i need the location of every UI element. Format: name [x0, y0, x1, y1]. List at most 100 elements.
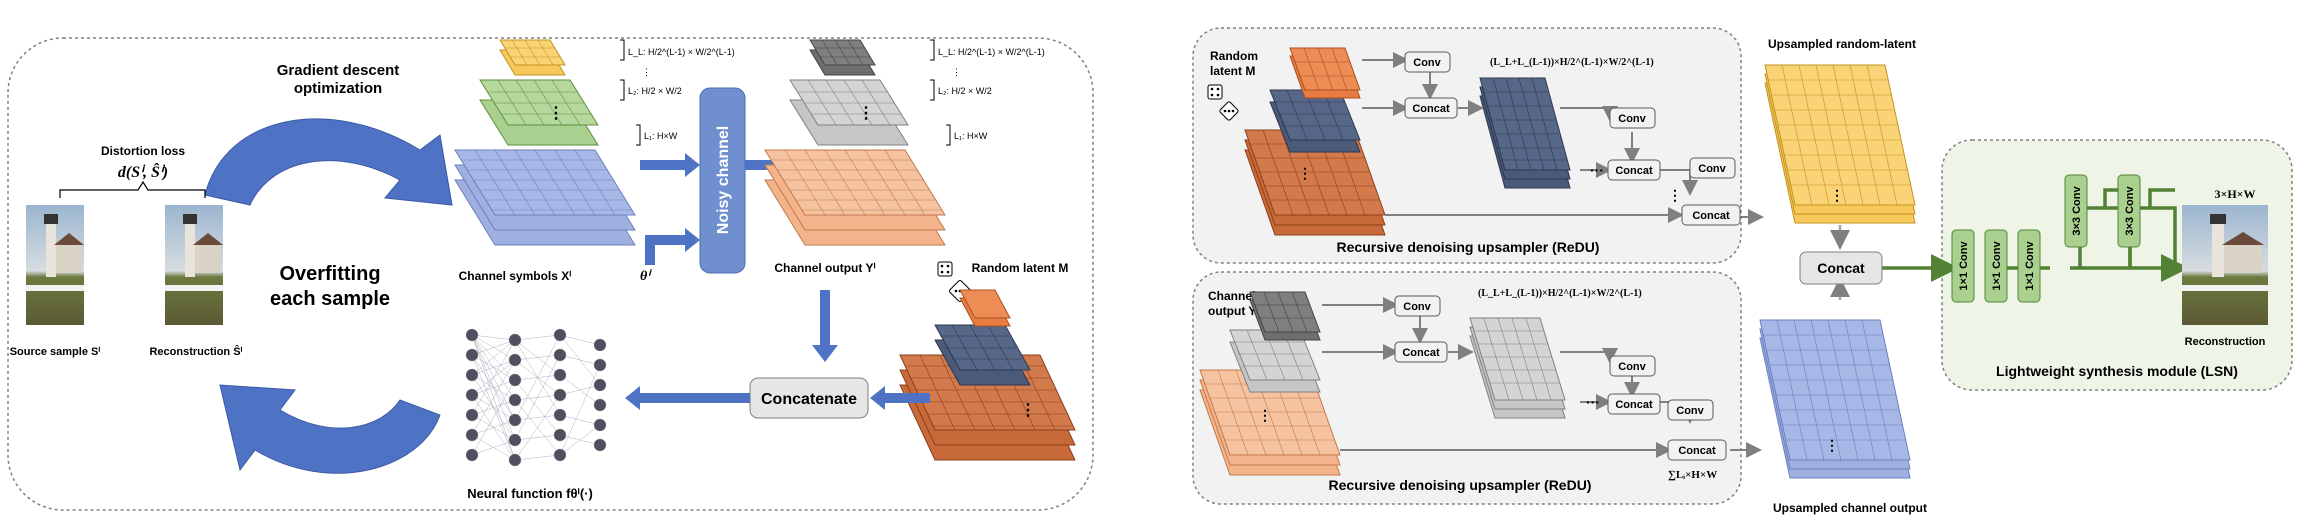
redu-top-concat3-label: Concat	[1692, 210, 1730, 222]
svg-text:L₁: H×W: L₁: H×W	[954, 131, 988, 141]
svg-text:1×1 Conv: 1×1 Conv	[2024, 241, 2036, 291]
svg-text:L₂: H/2 × W/2: L₂: H/2 × W/2	[628, 86, 682, 96]
redu-bottom-output-stack: ⋮	[1199, 291, 1341, 476]
svg-text:⋮: ⋮	[1825, 437, 1839, 453]
redu-top-conv2-label: Conv	[1618, 113, 1646, 125]
random-latent-stack: ⋮	[899, 289, 1076, 461]
random-latent-label: Random latent M	[972, 261, 1069, 275]
redu-top-vdots: ⋮	[1668, 187, 1682, 203]
redu-top-conv1-label: Conv	[1413, 57, 1441, 69]
neural-function-label: Neural function fθⁱ(·)	[467, 486, 593, 501]
level-labels-right: L_L: H/2^(L-1) × W/2^(L-1) ⋮ L₂: H/2 × W…	[930, 39, 1045, 146]
redu-bottom-output-line2: output Yⁱ	[1208, 304, 1259, 318]
redu-top-concat1	[1404, 97, 1458, 119]
gradient-title-line2: optimization	[294, 80, 382, 97]
channel-output-label: Channel output Yⁱ	[774, 261, 875, 275]
overfit-line2: each sample	[270, 288, 390, 310]
reconstruction-image	[165, 205, 223, 325]
svg-text:L_L: H/2^(L-1) × W/2^(L-1): L_L: H/2^(L-1) × W/2^(L-1)	[628, 47, 735, 57]
svg-text:⋮: ⋮	[952, 67, 961, 77]
svg-text:L_L: H/2^(L-1) × W/2^(L-1): L_L: H/2^(L-1) × W/2^(L-1)	[938, 47, 1045, 57]
theta-label: θⁱ	[640, 269, 652, 284]
middle-concat-label: Concat	[1817, 260, 1865, 276]
svg-text:3×3 Conv: 3×3 Conv	[2124, 186, 2136, 236]
redu-bottom-conv1	[1394, 295, 1441, 317]
redu-top-concat1-label: Concat	[1412, 103, 1450, 115]
redu-bottom-conv3	[1667, 399, 1714, 421]
lsn-conv-3x3-1: 3×3 Conv	[2064, 174, 2088, 248]
arrow-latent-to-concat	[870, 386, 930, 410]
lsn-reconstruction-image	[2182, 205, 2268, 325]
redu-bottom-sum-label: ∑Lᵢ×H×W	[1668, 469, 1717, 481]
lsn-conv-1x1-1: 1×1 Conv	[1951, 229, 1975, 303]
distortion-brace	[59, 180, 206, 198]
lsn-title: Lightweight synthesis module (LSN)	[1996, 363, 2238, 379]
reconstruction-label: Reconstruction Ŝⁱ	[149, 345, 242, 358]
redu-bottom-concat2	[1607, 393, 1661, 415]
svg-text:⋮: ⋮	[1298, 165, 1312, 181]
lsn-conv-3x3-2: 3×3 Conv	[2117, 174, 2141, 248]
arrow-theta-to-channel	[645, 228, 700, 265]
redu-top-latent-line2: latent M	[1210, 64, 1255, 78]
gradient-title-line1: Gradient descent	[277, 62, 400, 79]
upsampled-output-stack: ⋮	[1759, 319, 1911, 479]
redu-bottom-mid-stack	[1469, 317, 1566, 419]
redu-bottom-dots: ···	[1586, 394, 1600, 410]
svg-text:⋮: ⋮	[858, 105, 874, 122]
concatenate-label: Concatenate	[761, 391, 857, 408]
noisy-channel-label: Noisy channel	[715, 126, 732, 234]
redu-bottom-concat1	[1394, 341, 1448, 363]
redu-bottom-title: Recursive denoising upsampler (ReDU)	[1329, 477, 1592, 493]
noisy-channel-box	[699, 87, 746, 274]
redu-bottom-output-line1: Channel	[1208, 289, 1255, 303]
redu-top-concat3	[1681, 204, 1741, 226]
source-image	[26, 205, 84, 325]
redu-bottom-conv1-label: Conv	[1403, 301, 1431, 313]
redu-top-title: Recursive denoising upsampler (ReDU)	[1337, 239, 1600, 255]
lsn-conv-1x1-2: 1×1 Conv	[1984, 229, 2008, 303]
redu-bottom-conv2	[1609, 355, 1656, 377]
redu-bottom-concat3-label: Concat	[1678, 445, 1716, 457]
redu-bottom-concat2-label: Concat	[1615, 399, 1653, 411]
svg-text:⋮: ⋮	[1020, 402, 1036, 419]
redu-top-conv3-label: Conv	[1698, 163, 1726, 175]
redu-bottom-concat3	[1667, 439, 1727, 461]
redu-top-conv2	[1609, 107, 1656, 129]
arrow-concat-to-nn	[625, 386, 750, 410]
redu-bottom-shape: (L_L+L_(L-1))×H/2^(L-1)×W/2^(L-1)	[1478, 288, 1642, 299]
redu-top-shape: (L_L+L_(L-1))×H/2^(L-1)×W/2^(L-1)	[1490, 57, 1654, 68]
left-panel-frame	[7, 37, 1094, 511]
redu-top-concat2	[1607, 159, 1661, 181]
svg-text:L₂: H/2 × W/2: L₂: H/2 × W/2	[938, 86, 992, 96]
lsn-output-shape: 3×H×W	[2214, 187, 2255, 201]
backprop-arrow	[219, 384, 441, 474]
gradient-descent-arrow	[204, 118, 453, 206]
svg-text:1×1 Conv: 1×1 Conv	[1991, 241, 2003, 291]
upsampled-channel-output-label: Upsampled channel output	[1773, 501, 1927, 515]
svg-text:⋮: ⋮	[642, 67, 651, 77]
lsn-reconstruction-label: Reconstruction	[2185, 336, 2266, 348]
svg-text:L₁: H×W: L₁: H×W	[644, 131, 678, 141]
redu-top-concat2-label: Concat	[1615, 165, 1653, 177]
svg-text:⋮: ⋮	[548, 105, 564, 122]
redu-top-conv1	[1404, 51, 1451, 73]
redu-bottom-concat1-label: Concat	[1402, 347, 1440, 359]
lsn-conv-1x1-3: 1×1 Conv	[2017, 229, 2041, 303]
distortion-formula: d(Sⁱ, Ŝⁱ)	[118, 162, 168, 181]
svg-text:1×1 Conv: 1×1 Conv	[1958, 241, 1970, 291]
channel-symbols-stack: ⋮	[454, 39, 636, 246]
arrow-output-to-concat	[812, 290, 838, 362]
redu-bottom-conv3-label: Conv	[1676, 405, 1704, 417]
lsn-frame	[1941, 139, 2293, 391]
redu-top-latent-stack: ⋮	[1244, 47, 1386, 236]
upsampled-latent-stack: ⋮	[1764, 64, 1916, 224]
redu-top-dice-icon	[1207, 84, 1239, 121]
redu-top-latent-line1: Random	[1210, 49, 1258, 63]
level-labels-left: L_L: H/2^(L-1) × W/2^(L-1) ⋮ L₂: H/2 × W…	[620, 39, 735, 146]
redu-top-connectors	[1362, 52, 1764, 225]
channel-output-stack: ⋮	[764, 39, 946, 246]
redu-top-mid-stack	[1479, 77, 1571, 189]
neural-network-icon	[465, 328, 607, 467]
svg-text:3×3 Conv: 3×3 Conv	[2071, 186, 2083, 236]
